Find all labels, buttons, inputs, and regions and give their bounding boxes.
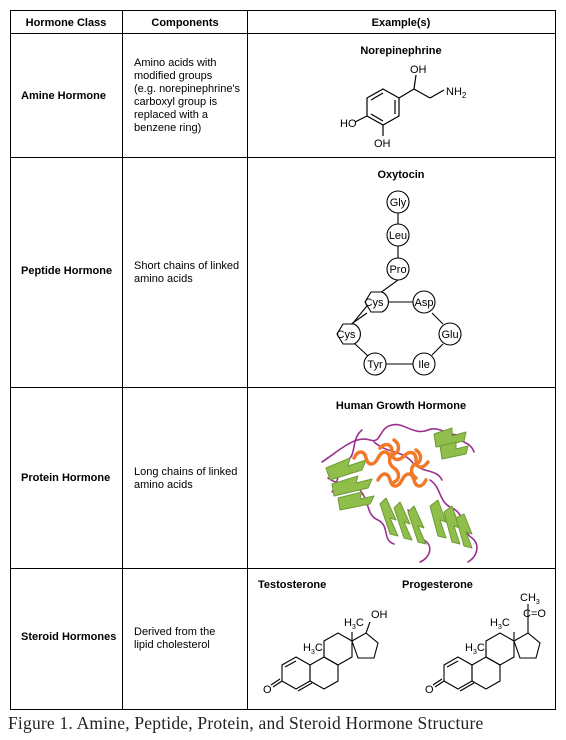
residue-label: Ile — [418, 359, 430, 371]
components-line: Long chains of linked — [134, 466, 237, 478]
testosterone-h3c-2: H3C — [344, 617, 364, 631]
progesterone-h3c-1: H3C — [465, 642, 485, 656]
oh-bottom-label: OH — [374, 138, 391, 150]
oxytocin-bonds — [349, 213, 444, 365]
example-title-progesterone: Progesterone — [402, 579, 473, 591]
components-line: (e.g. norepinephrine's — [134, 83, 241, 95]
components-line: Amino acids with — [134, 57, 217, 69]
row-components-peptide: Short chains of linked amino acids — [134, 260, 239, 285]
progesterone-ch3: CH3 — [520, 592, 540, 606]
alpha-helices — [352, 438, 430, 488]
table-grid — [10, 10, 556, 710]
oxytocin-residue-labels: Gly Leu Pro Cys Asp Cys Glu Tyr Ile — [337, 197, 459, 371]
progesterone-h3c-2: H3C — [490, 617, 510, 631]
residue-label: Cys — [337, 329, 356, 341]
progesterone-structure — [432, 604, 541, 692]
residue-label: Asp — [415, 297, 434, 309]
header-components: Components — [151, 17, 218, 29]
row-components-protein: Long chains of linked amino acids — [134, 466, 237, 491]
example-title-testosterone: Testosterone — [258, 579, 326, 591]
testosterone-structure — [270, 621, 379, 692]
residue-leu — [386, 223, 410, 247]
progesterone-o: O — [425, 684, 434, 696]
ho-label: HO — [340, 118, 357, 130]
row-class-amine: Amine Hormone — [21, 90, 106, 102]
example-title-hgh: Human Growth Hormone — [336, 400, 466, 412]
header-hormone-class: Hormone Class — [26, 17, 107, 29]
norepinephrine-structure — [354, 74, 445, 136]
header-examples: Example(s) — [372, 17, 431, 29]
row-class-steroid: Steroid Hormones — [21, 631, 116, 643]
components-line: amino acids — [134, 479, 193, 491]
testosterone-h3c-1: H3C — [303, 642, 323, 656]
row-components-steroid: Derived from the lipid cholesterol — [134, 626, 215, 651]
components-line: amino acids — [134, 273, 193, 285]
residue-asp — [412, 290, 436, 314]
residue-pro — [386, 257, 410, 281]
components-line: lipid cholesterol — [134, 639, 210, 651]
residue-label: Glu — [441, 329, 458, 341]
residue-cys-left — [336, 323, 361, 345]
nh2-label: NH2 — [446, 86, 467, 100]
residue-label: Leu — [389, 230, 407, 242]
components-line: carboxyl group is — [134, 96, 218, 108]
row-class-peptide: Peptide Hormone — [21, 265, 112, 277]
residue-tyr — [363, 352, 387, 376]
figure-caption: Figure 1. Amine, Peptide, Protein, and S… — [8, 713, 484, 733]
components-line: Short chains of linked — [134, 260, 239, 272]
beta-sheets — [325, 427, 473, 549]
residue-label: Gly — [390, 197, 407, 209]
testosterone-oh: OH — [371, 609, 388, 621]
oh-label: OH — [410, 64, 427, 76]
residue-label: Cys — [365, 297, 384, 309]
row-class-protein: Protein Hormone — [21, 472, 110, 484]
progesterone-c-eq-o: C=O — [523, 608, 546, 620]
oxytocin-residues — [336, 190, 462, 376]
residue-cys-top — [364, 291, 389, 313]
row-components-amine: Amino acids with modified groups (e.g. n… — [134, 57, 241, 134]
residue-label: Pro — [389, 264, 406, 276]
hormone-table: Hormone Class Components Example(s) Amin… — [10, 10, 556, 710]
residue-label: Tyr — [367, 359, 383, 371]
components-line: modified groups — [134, 70, 213, 82]
components-line: benzene ring) — [134, 122, 201, 134]
example-title-oxytocin: Oxytocin — [377, 169, 424, 181]
components-line: Derived from the — [134, 626, 215, 638]
hgh-ribbon-illustration — [321, 423, 478, 563]
residue-glu — [438, 322, 462, 346]
example-title-norepinephrine: Norepinephrine — [360, 45, 441, 57]
testosterone-o: O — [263, 684, 272, 696]
residue-ile — [412, 352, 436, 376]
components-line: replaced with a — [134, 109, 209, 121]
residue-gly — [386, 190, 410, 214]
